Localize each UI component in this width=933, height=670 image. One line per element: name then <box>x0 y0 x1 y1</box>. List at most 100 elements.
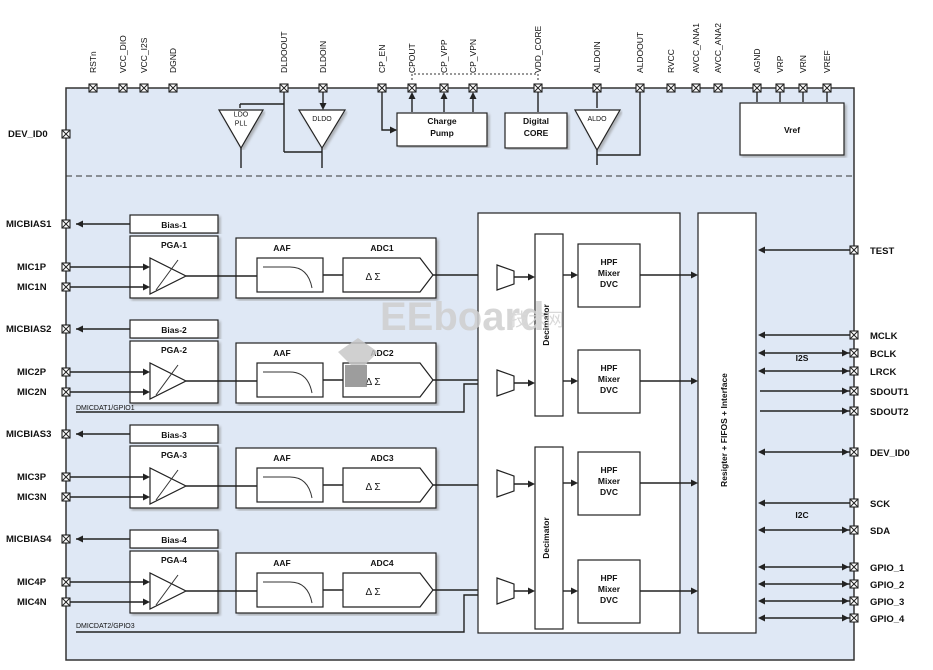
mic-p-pin <box>61 262 71 272</box>
mic-n-label: MIC4N <box>17 597 47 608</box>
dec-to-hpf-arrow <box>571 271 578 279</box>
right-pin-marker <box>849 579 859 589</box>
dec-to-hpf-arrow <box>571 479 578 487</box>
top-pin-marker <box>666 83 676 93</box>
mux-to-dec-arrow <box>528 587 535 595</box>
vref-label: Vref <box>784 125 800 135</box>
right-pin-marker <box>849 245 859 255</box>
bias-block <box>129 319 219 339</box>
top-pin-marker <box>88 83 98 93</box>
channel-mux <box>496 469 515 498</box>
pga-gain-arrow <box>155 574 179 606</box>
bias-label: Bias-1 <box>161 220 187 230</box>
micbias-pin <box>61 324 71 334</box>
aaf-label: AAF <box>273 243 290 253</box>
sigma-delta-label: Δ Σ <box>365 482 380 493</box>
pga-gain-arrow <box>155 259 179 291</box>
right-pin-marker <box>849 348 859 358</box>
top-pin-label: CP_EN <box>377 45 387 73</box>
right-pin-label: SCK <box>870 499 890 510</box>
bias-label: Bias-4 <box>161 535 187 545</box>
watermark-text: EEboard <box>380 295 544 339</box>
adc-label: ADC3 <box>370 453 393 463</box>
micbias-label: MICBIAS2 <box>6 324 51 335</box>
dec-to-hpf-arrow <box>571 587 578 595</box>
mic-p-pin <box>61 577 71 587</box>
dec-to-hpf-arrow <box>571 377 578 385</box>
right-pin-label: SDA <box>870 526 890 537</box>
right-pin-label: SDOUT1 <box>870 387 909 398</box>
micbias-pin <box>61 219 71 229</box>
micbias-pin <box>61 534 71 544</box>
pga-amplifier-symbol <box>149 467 188 505</box>
register-fifo-interface-block <box>697 212 757 634</box>
top-pin-label: VREF <box>822 50 832 73</box>
right-pin-arrow-in <box>758 580 765 588</box>
mic-n-arrow <box>143 283 150 291</box>
aaf-label: AAF <box>273 558 290 568</box>
top-pin-label: VDD_CORE <box>533 25 543 73</box>
right-pin-arrow-in <box>758 597 765 605</box>
micbias-arrow <box>76 430 83 438</box>
right-pin-marker <box>849 366 859 376</box>
bias-block <box>129 529 219 549</box>
dldoin-arrow <box>319 103 327 110</box>
pga-amplifier-symbol <box>149 572 188 610</box>
aaf-curve <box>263 581 313 604</box>
top-pin-label: DLDOOUT <box>279 31 289 73</box>
charge-pump-block <box>396 112 488 147</box>
top-pin-marker <box>635 83 645 93</box>
right-pin-arrow-in <box>758 331 765 339</box>
right-pin-arrow-out <box>842 387 849 395</box>
micbias-label: MICBIAS4 <box>6 534 52 545</box>
right-pin-marker <box>849 613 859 623</box>
right-pin-arrow-in <box>758 563 765 571</box>
top-pin-marker <box>752 83 762 93</box>
mic-n-pin <box>61 282 71 292</box>
bias-block <box>129 214 219 234</box>
top-pin-marker <box>318 83 328 93</box>
hpf-mixer-dvc-block <box>577 349 641 414</box>
right-pin-arrow-in <box>758 349 765 357</box>
mic-p-label: MIC4P <box>17 577 47 588</box>
right-pin-arrow-in <box>758 499 765 507</box>
right-pin-arrow-in <box>758 526 765 534</box>
bias-block <box>129 424 219 444</box>
right-pin-arrow-out <box>842 563 849 571</box>
aaf-label: AAF <box>273 348 290 358</box>
micbias-arrow <box>76 535 83 543</box>
cpvpp-arrow <box>440 92 448 99</box>
top-pin-marker <box>775 83 785 93</box>
top-pin-marker <box>439 83 449 93</box>
mic-p-pin <box>61 472 71 482</box>
top-pin-label: VRN <box>798 55 808 73</box>
right-pin-arrow-in <box>758 448 765 456</box>
aaf-curve <box>263 266 313 289</box>
top-pin-marker <box>592 83 602 93</box>
top-pin-label: AVCC_ANA2 <box>713 23 723 73</box>
top-pin-label: CP_VPN <box>468 39 478 73</box>
cpvpn-arrow <box>469 92 477 99</box>
mic-p-arrow <box>143 263 150 271</box>
decimator-label-1: Decimator <box>541 304 551 346</box>
top-pin-marker <box>798 83 808 93</box>
pga-label: PGA-2 <box>161 345 187 355</box>
cp-en-arrow <box>390 126 397 134</box>
top-pin-marker <box>468 83 478 93</box>
right-pin-arrow-out <box>842 597 849 605</box>
sigma-delta-label: Δ Σ <box>365 272 380 283</box>
right-pin-label: GPIO_3 <box>870 597 904 608</box>
mux-to-dec-arrow <box>528 273 535 281</box>
ldo-pll-block <box>217 109 265 150</box>
right-pin-marker <box>849 406 859 416</box>
aldoout-wire <box>597 92 641 156</box>
right-pin-label: GPIO_4 <box>870 614 905 625</box>
bias-label: Bias-2 <box>161 325 187 335</box>
top-pin-label: RSTn <box>88 51 98 73</box>
mic-n-label: MIC3N <box>17 492 47 503</box>
channel-mux <box>496 369 515 397</box>
top-pin-label: DLDOIN <box>318 41 328 73</box>
